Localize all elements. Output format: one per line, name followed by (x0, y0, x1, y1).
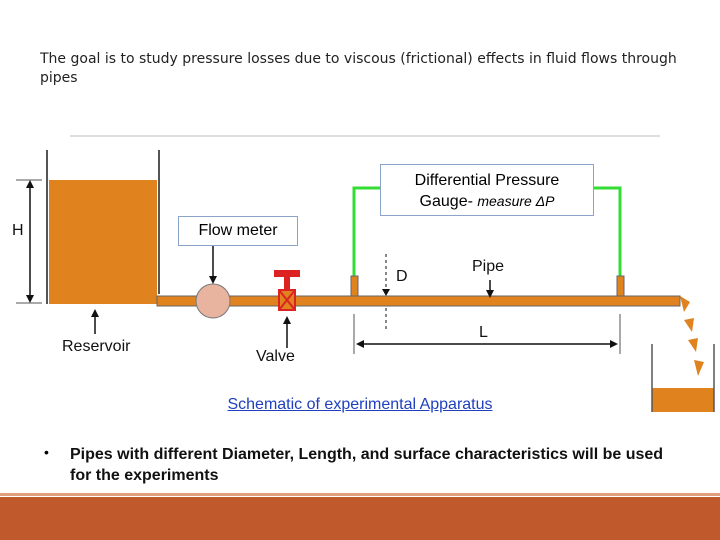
valve (274, 270, 300, 311)
diagram-caption: Schematic of experimental Apparatus (227, 396, 493, 413)
dp-line2-plain: Gauge- (419, 193, 478, 210)
reservoir-water (49, 180, 157, 304)
flow-meter-label: Flow meter (178, 216, 298, 246)
gauge-tubes (350, 186, 625, 297)
footer-accent-line (0, 493, 720, 496)
length-label: L (479, 324, 488, 341)
reservoir-label: Reservoir (62, 338, 131, 355)
differential-pressure-gauge-label: Differential Pressure Gauge- measure ΔP (380, 164, 594, 216)
diameter-dimension (382, 254, 390, 330)
reservoir (46, 150, 160, 304)
diameter-label: D (396, 268, 408, 285)
footer-bar (0, 497, 720, 540)
bullet-text: Pipes with different Diameter, Length, a… (70, 446, 664, 484)
intro-text: The goal is to study pressure losses due… (40, 51, 677, 86)
collection-tank (651, 344, 715, 412)
outlet-stream (680, 296, 704, 376)
length-dimension (353, 314, 621, 354)
flow-meter (195, 283, 231, 319)
height-label: H (12, 222, 24, 239)
pipe-label: Pipe (472, 258, 505, 275)
main-pipe (156, 295, 681, 307)
dp-line1: Differential Pressure (414, 172, 560, 189)
dp-line2-italic: measure ΔP (477, 193, 555, 209)
bullet-marker: • (44, 444, 49, 460)
valve-label: Valve (256, 348, 295, 365)
height-dimension (16, 179, 42, 304)
